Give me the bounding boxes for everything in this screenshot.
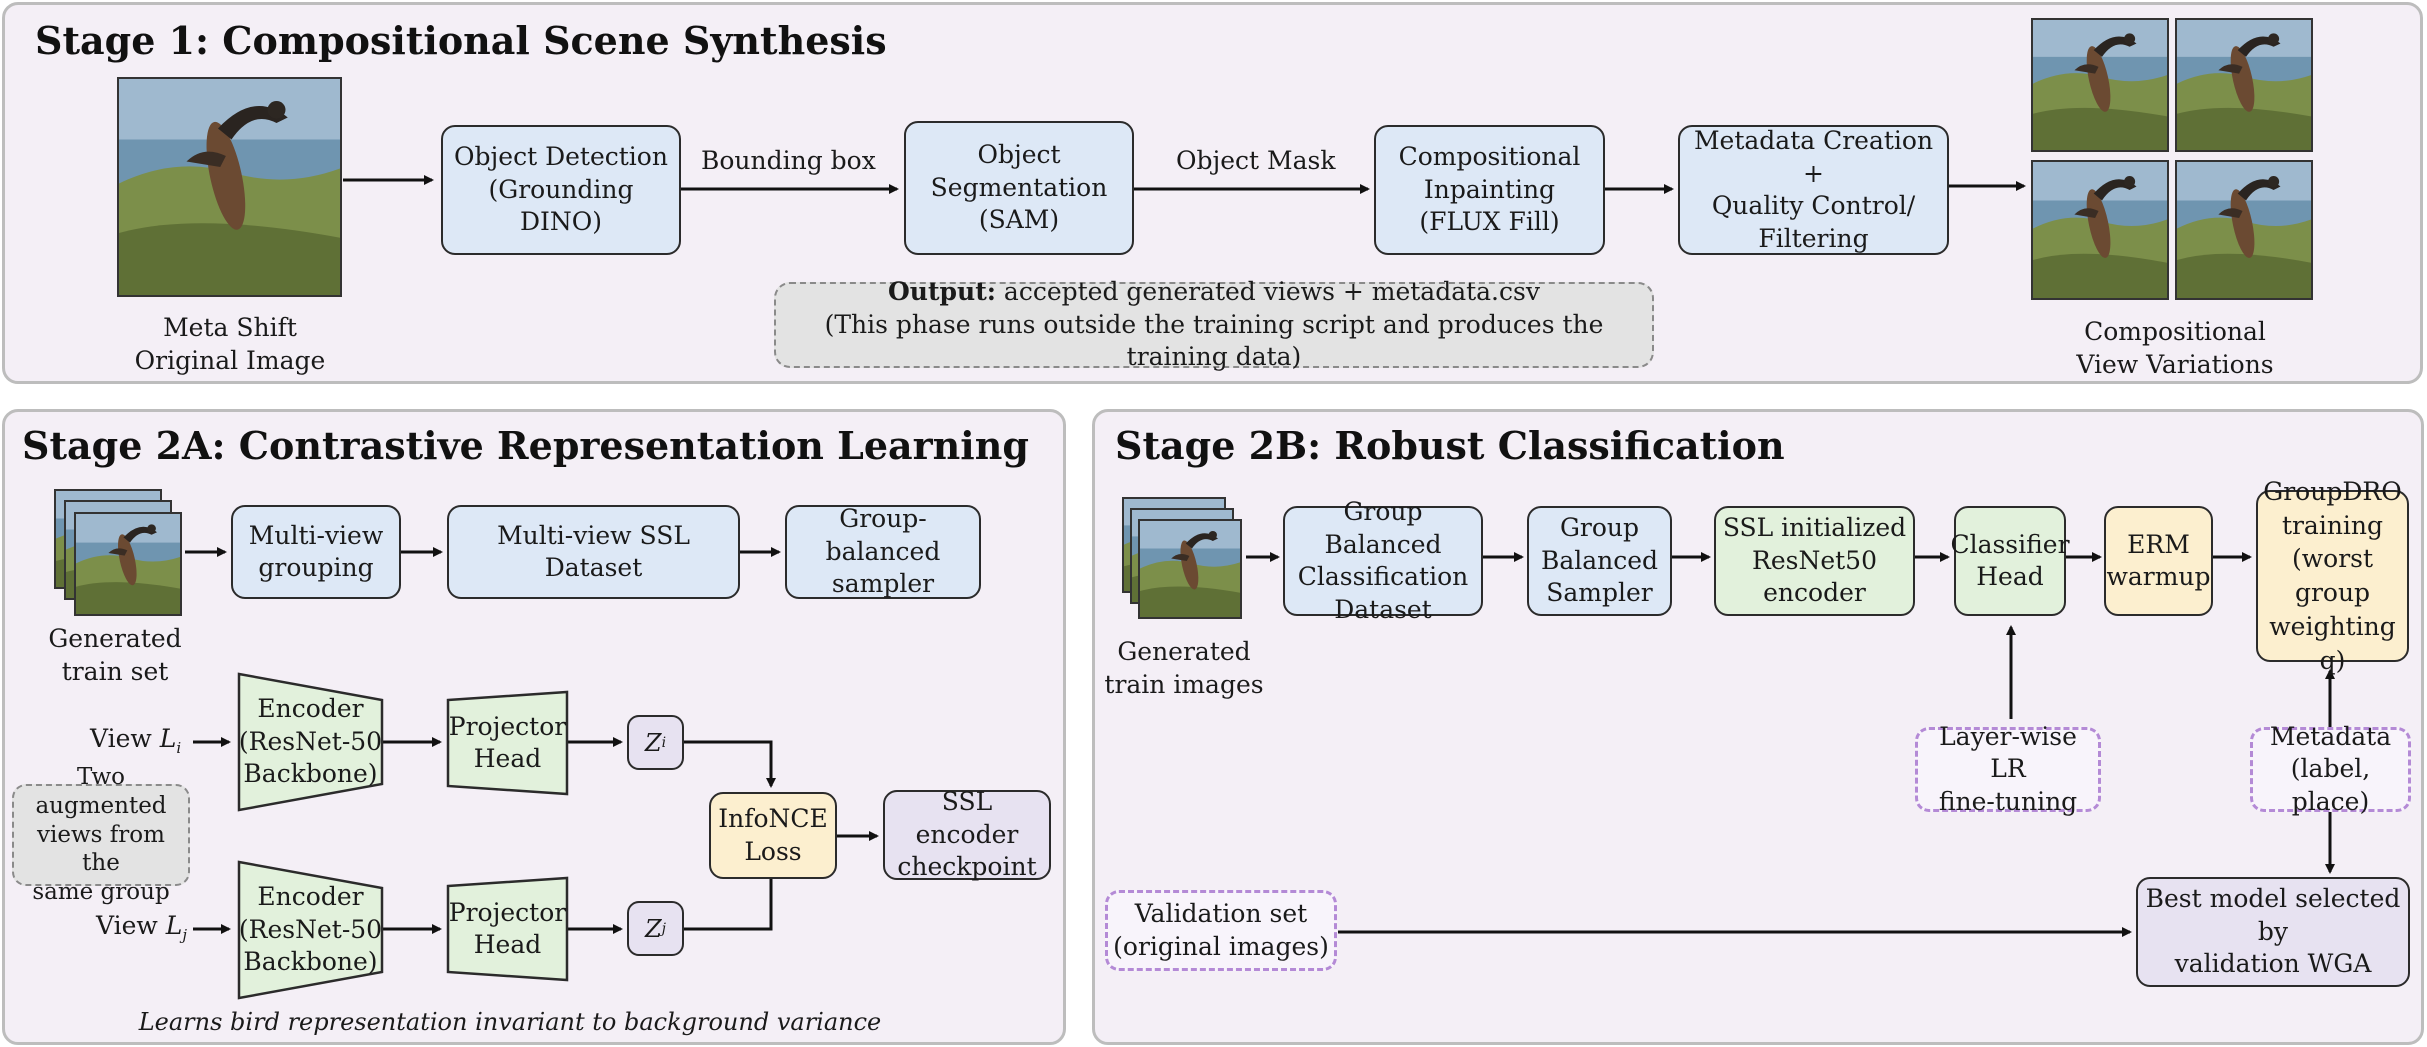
view-li-var: L xyxy=(159,724,177,753)
encoder-bottom-label: Encoder (ResNet-50 Backbone) xyxy=(238,882,383,977)
view-lj-label: View Lj xyxy=(96,911,187,944)
group-balanced-sampler-2b-box: Group Balanced Sampler xyxy=(1527,506,1672,616)
variation-image-3 xyxy=(2031,160,2169,300)
train-images-caption: Generated train images xyxy=(1104,637,1264,699)
variation-image-2 xyxy=(2175,18,2313,152)
group-balanced-dataset-box: Group Balanced Classification Dataset xyxy=(1283,497,1483,624)
encoder-top-label: Encoder (ResNet-50 Backbone) xyxy=(238,694,383,789)
projector-head-bottom: Projector Head xyxy=(446,876,569,982)
view-li-label: View Li xyxy=(90,724,181,757)
stage2a-title: Stage 2A: Contrastive Representation Lea… xyxy=(22,423,1029,468)
classifier-head-box: Classifier Head xyxy=(1950,506,2070,616)
stage2a-footer: Learns bird representation invariant to … xyxy=(138,1008,882,1036)
multiview-ssl-dataset-box: Multi-view SSL Dataset xyxy=(447,505,740,599)
train-set-stack-front xyxy=(74,512,182,616)
best-model-box: Best model selected by validation WGA xyxy=(2136,877,2410,987)
infonce-loss-box: InfoNCE Loss xyxy=(709,792,837,879)
z-i-sub: i xyxy=(661,734,667,751)
stage2b-title: Stage 2B: Robust Classification xyxy=(1115,423,1785,468)
output-note: Output: accepted generated views + metad… xyxy=(774,277,1654,371)
erm-warmup-box: ERM warmup xyxy=(2104,506,2213,616)
variation-image-4 xyxy=(2175,160,2313,300)
multiview-grouping-box: Multi-view grouping xyxy=(231,505,401,599)
ssl-initialized-encoder-box: SSL initialized ResNet50 encoder xyxy=(1714,506,1915,616)
train-set-caption: Generated train set xyxy=(48,624,182,686)
layerwise-lr-box: Layer-wise LR fine-tuning xyxy=(1915,722,2101,816)
augmented-views-note: Two augmented views from the same group xyxy=(12,764,190,905)
train-images-stack-front xyxy=(1138,519,1242,619)
view-lj-prefix: View xyxy=(96,911,166,940)
view-li-sub: i xyxy=(176,739,182,757)
stage1-title: Stage 1: Compositional Scene Synthesis xyxy=(35,18,887,63)
encoder-top: Encoder (ResNet-50 Backbone) xyxy=(237,672,384,812)
validation-set-box: Validation set (original images) xyxy=(1105,890,1337,971)
ssl-encoder-checkpoint-box: SSL encoder checkpoint xyxy=(883,787,1051,881)
projector-head-top-label: Projector Head xyxy=(448,711,567,774)
view-lj-sub: j xyxy=(182,926,188,944)
variations-caption: Compositional View Variations xyxy=(2076,317,2274,379)
z-j-sub: j xyxy=(661,920,667,937)
original-image xyxy=(117,77,342,297)
output-note-bold: Output: xyxy=(888,277,996,307)
edge-label-object-mask: Object Mask xyxy=(1176,146,1336,175)
output-note-text: accepted generated views + metadata.csv xyxy=(995,277,1540,307)
view-li-prefix: View xyxy=(90,724,160,753)
object-segmentation-box: Object Segmentation (SAM) xyxy=(904,121,1134,255)
original-image-caption: Meta Shift Original Image xyxy=(134,313,326,375)
groupdro-training-box: GroupDRO training (worst group weighting… xyxy=(2256,477,2409,675)
object-detection-box: Object Detection (Grounding DINO) xyxy=(441,125,681,255)
encoder-bottom: Encoder (ResNet-50 Backbone) xyxy=(237,860,384,1000)
compositional-inpainting-box: Compositional Inpainting (FLUX Fill) xyxy=(1374,125,1605,255)
z-j-var: Z xyxy=(644,914,662,943)
z-i-var: Z xyxy=(644,728,662,757)
metadata-box: Metadata (label, place) xyxy=(2250,722,2411,816)
projector-head-bottom-label: Projector Head xyxy=(448,897,567,960)
output-note-line2: (This phase runs outside the training sc… xyxy=(824,309,1604,372)
projector-head-top: Projector Head xyxy=(446,690,569,796)
view-lj-var: L xyxy=(165,911,183,940)
variation-image-1 xyxy=(2031,18,2169,152)
edge-label-bounding-box: Bounding box xyxy=(701,146,876,175)
metadata-creation-box: Metadata Creation + Quality Control/ Fil… xyxy=(1678,125,1949,255)
group-balanced-sampler-box: Group-balanced sampler xyxy=(785,504,981,599)
